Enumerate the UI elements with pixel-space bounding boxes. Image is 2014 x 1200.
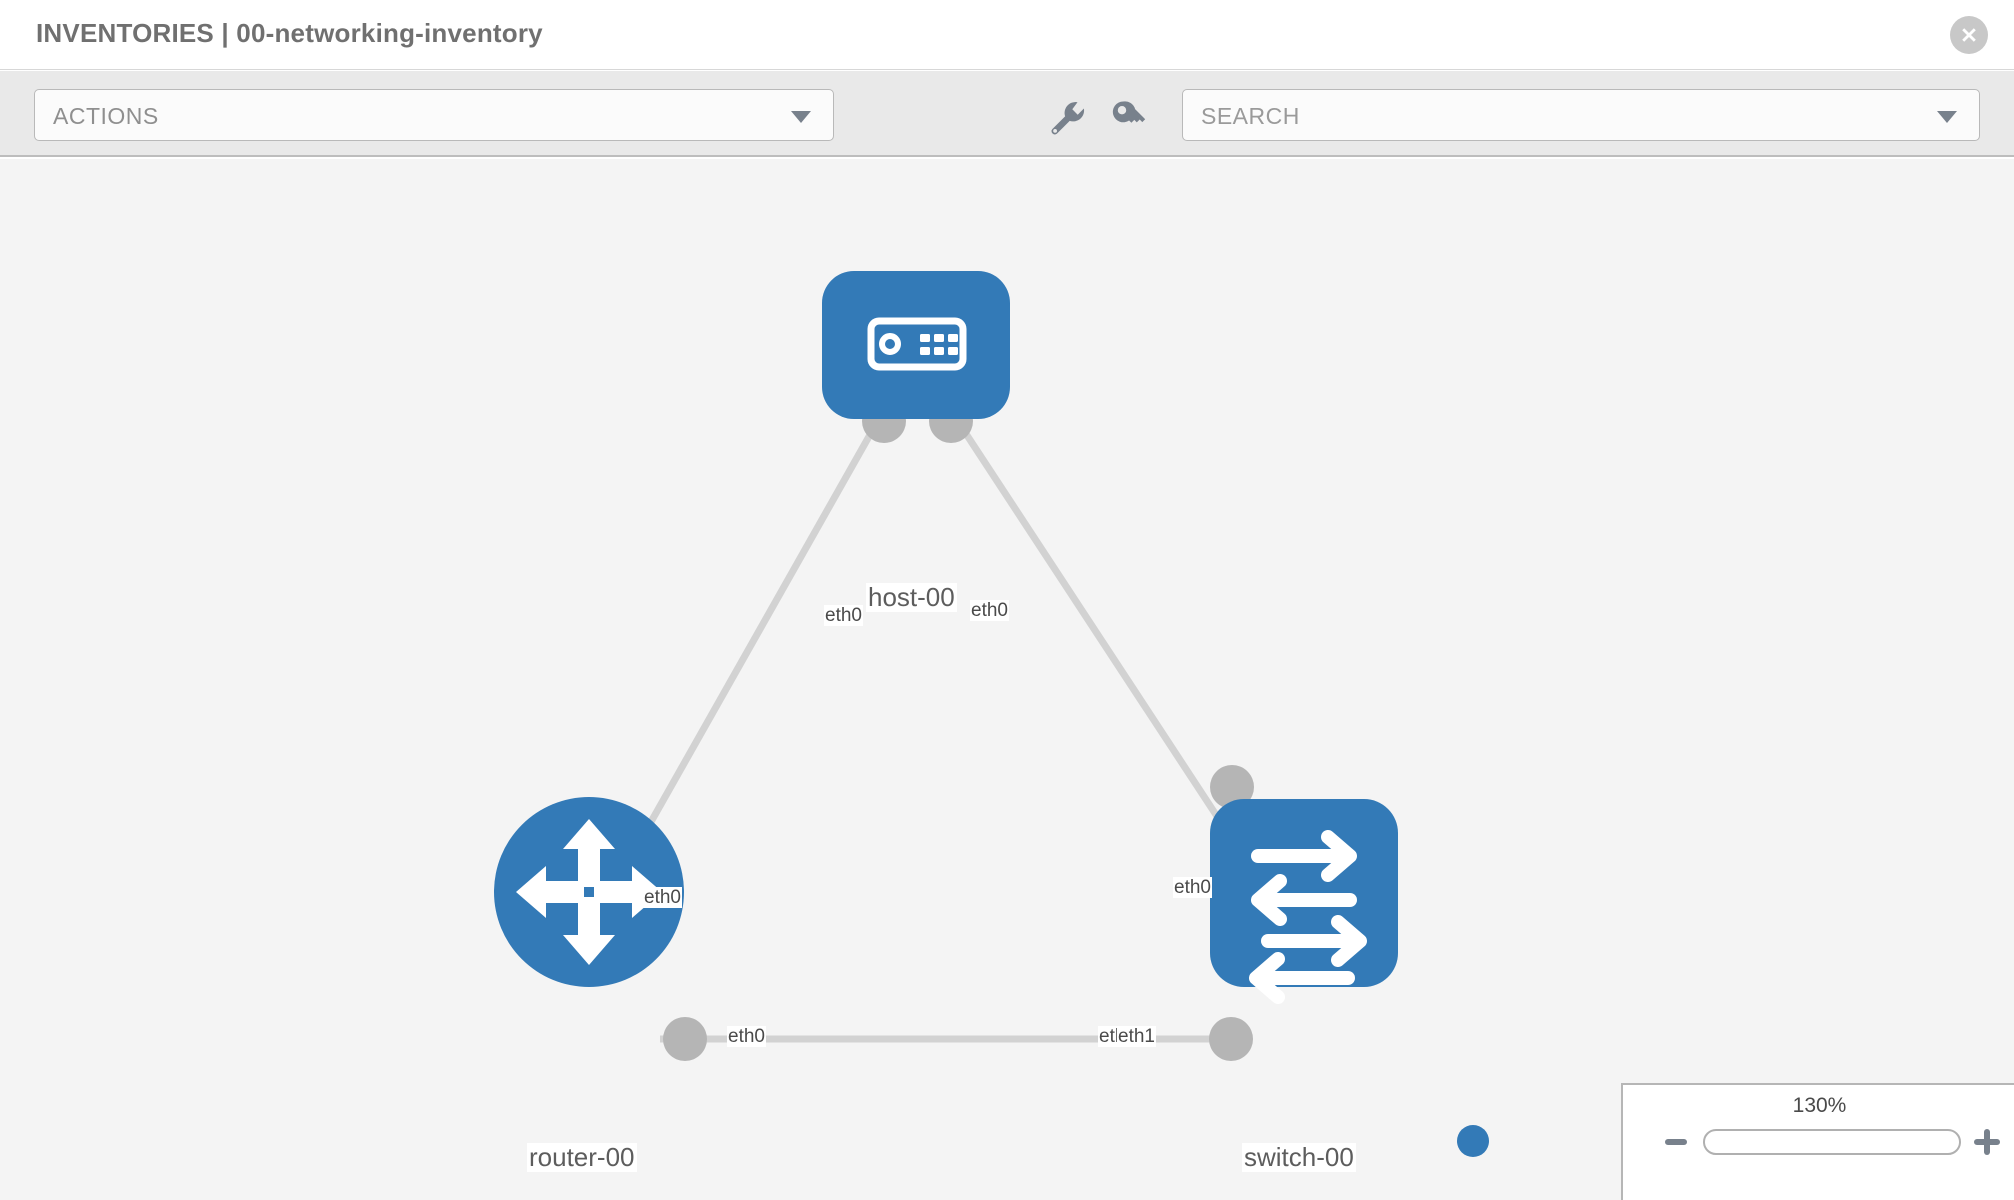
- key-icon[interactable]: [1110, 99, 1150, 135]
- node-label-host-00: host-00: [866, 582, 957, 613]
- actions-dropdown[interactable]: ACTIONS: [34, 89, 834, 141]
- node-label-router-00: router-00: [527, 1142, 637, 1173]
- switch-arrows-icon: [1249, 830, 1367, 1004]
- search-placeholder: SEARCH: [1201, 103, 1300, 129]
- search-input[interactable]: SEARCH: [1182, 89, 1980, 141]
- topology-canvas[interactable]: host-00 router-00 switch-00 eth0 eth0 et…: [0, 159, 2014, 1200]
- link-host00-router00[interactable]: [626, 415, 884, 861]
- topology-connectors: [663, 399, 1254, 1061]
- zoom-slider-thumb[interactable]: [1457, 1125, 1489, 1157]
- interface-label-eth0: eth0: [727, 1026, 766, 1048]
- chevron-down-icon: [791, 111, 811, 123]
- topology-links: [626, 415, 1248, 1043]
- actions-dropdown-label: ACTIONS: [53, 103, 159, 129]
- close-icon[interactable]: [1950, 16, 1988, 54]
- node-router-00[interactable]: [494, 797, 684, 987]
- wrench-icon[interactable]: [1046, 99, 1086, 135]
- plus-icon[interactable]: [1974, 1129, 2000, 1155]
- connector-nub[interactable]: [1210, 765, 1254, 809]
- zoom-slider-track[interactable]: [1703, 1129, 1961, 1155]
- node-host-00[interactable]: [822, 271, 1010, 419]
- interface-label-eth1: eth1: [1117, 1026, 1156, 1048]
- page-title: INVENTORIES | 00-networking-inventory: [36, 18, 543, 48]
- connector-nub[interactable]: [1209, 1017, 1253, 1061]
- connector-nub[interactable]: [663, 1017, 707, 1061]
- interface-label-eth0: eth0: [643, 887, 682, 909]
- interface-label-eth0: eth0: [1173, 877, 1212, 899]
- minus-icon[interactable]: [1665, 1139, 1687, 1145]
- server-icon: [867, 317, 967, 371]
- node-label-switch-00: switch-00: [1242, 1142, 1356, 1173]
- link-host00-switch00[interactable]: [952, 415, 1248, 861]
- toolbar: ACTIONS SEARCH: [0, 71, 2014, 157]
- page-header: INVENTORIES | 00-networking-inventory: [0, 0, 2014, 70]
- chevron-down-icon: [1937, 111, 1957, 123]
- zoom-level-label: 130%: [1792, 1094, 1847, 1117]
- zoom-control-panel: 130%: [1621, 1083, 2014, 1200]
- topology-graph: [494, 271, 1398, 1061]
- node-switch-00[interactable]: [1210, 799, 1398, 1004]
- interface-label-eth0: eth0: [824, 605, 863, 627]
- interface-label-eth0: eth0: [970, 600, 1009, 622]
